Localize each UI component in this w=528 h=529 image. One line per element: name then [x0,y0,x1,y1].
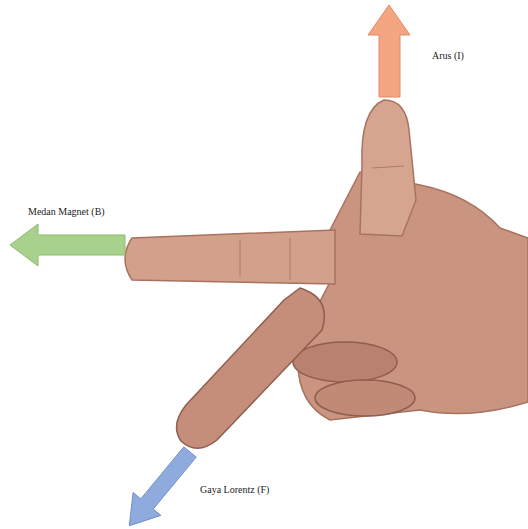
folded-finger [315,380,415,416]
middle-finger [177,288,325,448]
finger-crease [372,166,404,168]
finger-crease [240,240,241,276]
folded-finger [293,342,397,382]
thumb [360,100,416,236]
finger-crease [290,238,291,280]
current-arrow [368,5,410,97]
magnetic-field-arrow [10,224,125,266]
lorentz-force-label: Gaya Lorentz (F) [200,484,269,496]
lorentz-force-arrow [129,447,196,526]
magnetic-field-label: Medan Magnet (B) [28,206,105,218]
index-finger [125,230,335,284]
current-label: Arus (I) [432,50,464,62]
